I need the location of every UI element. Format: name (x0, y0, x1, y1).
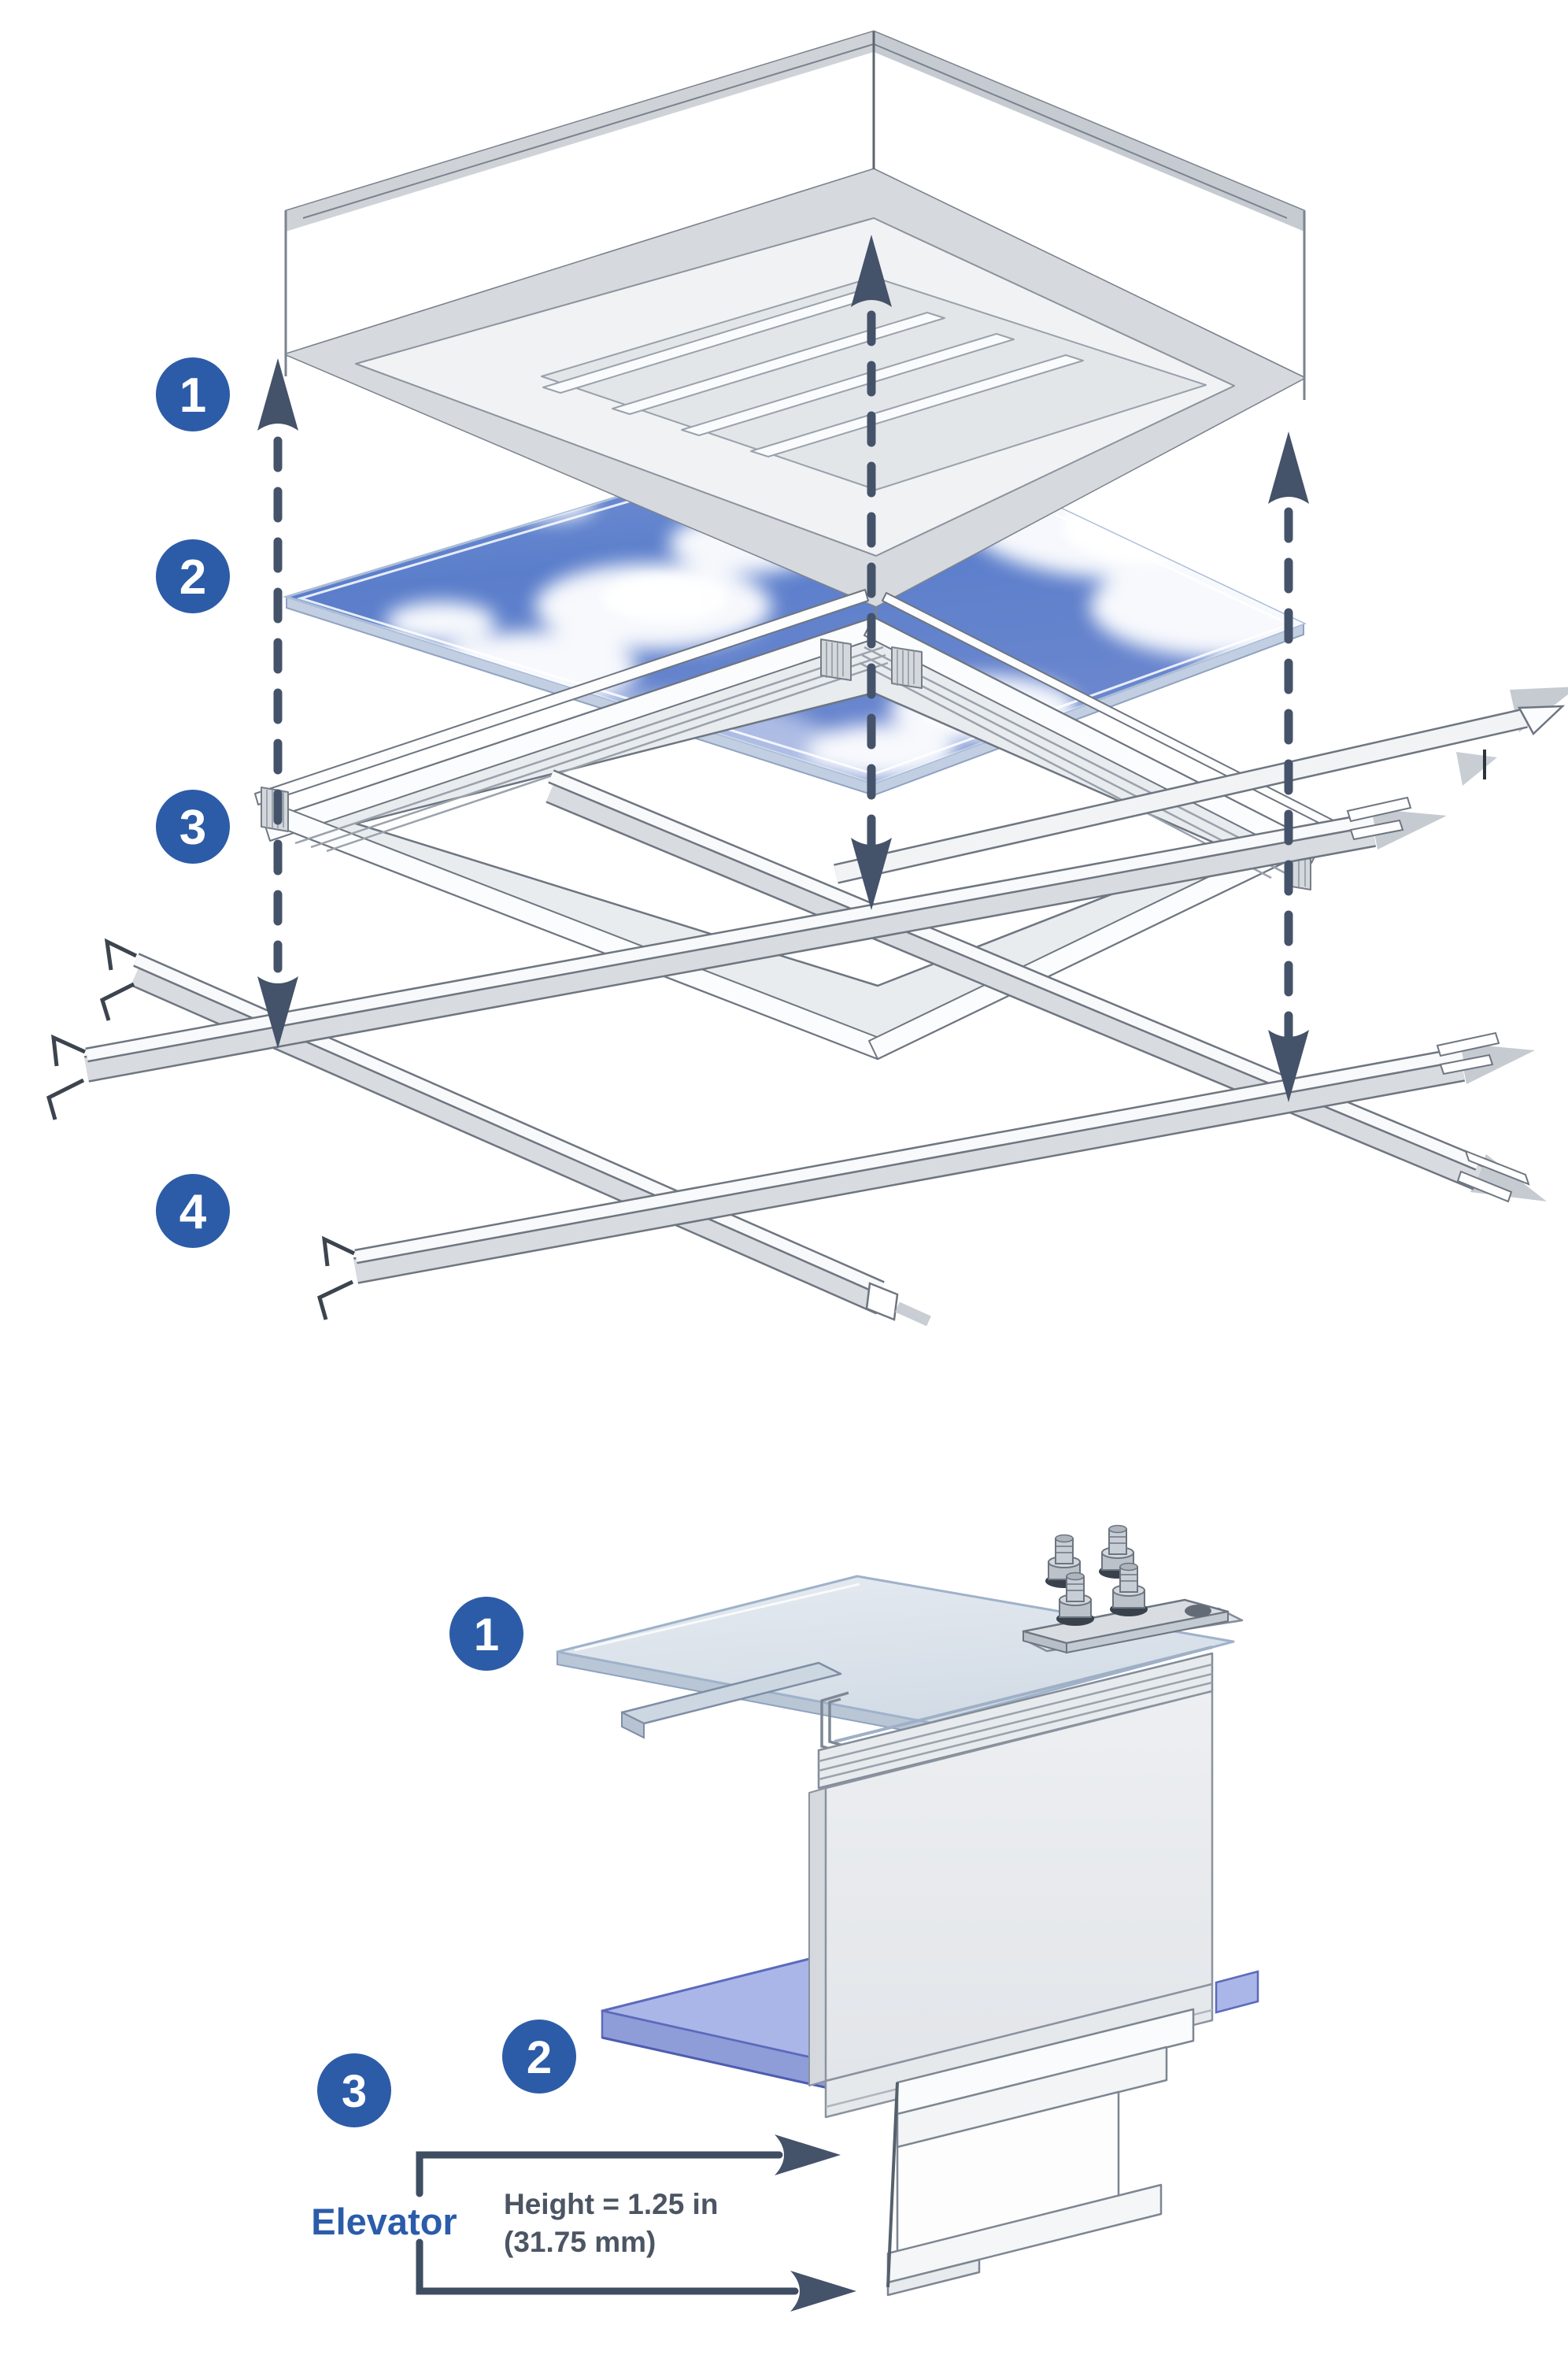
grid-layer (46, 687, 1568, 1327)
callout-4-number: 4 (179, 1185, 207, 1239)
callout-2-number: 2 (179, 550, 206, 605)
t-bar (46, 796, 1447, 1120)
tee-profile (886, 2008, 1195, 2297)
light-box (284, 30, 1306, 624)
callout-4: 4 (156, 1174, 230, 1248)
height-dimension-line2: (31.75 mm) (504, 2226, 656, 2258)
arrow-down-icon (257, 976, 298, 1049)
height-dimension-line1: Height = 1.25 in (504, 2188, 718, 2220)
elevator-label: Elevator (311, 2201, 457, 2242)
arrow-down-icon (851, 838, 892, 910)
explode-guides (257, 235, 1309, 1102)
guide-arrows (257, 235, 1309, 1102)
callout-2: 2 (156, 539, 230, 613)
elevator-panel-edge (1215, 1970, 1259, 2014)
arrow-up-icon (851, 235, 892, 307)
t-bar (317, 1031, 1535, 1320)
arrow-up-icon (257, 358, 298, 431)
arrow-right-icon (775, 2134, 841, 2175)
hanging-rail (834, 687, 1568, 884)
mounting-hardware (1022, 1524, 1230, 1654)
dimension-bracket: Elevator Height = 1.25 in (31.75 mm) (311, 2134, 856, 2312)
arrow-down-icon (1268, 1030, 1309, 1102)
callout-3-number: 3 (179, 801, 206, 855)
screw-posts (1045, 1524, 1148, 1626)
detail-callout-2: 2 (502, 2020, 576, 2094)
callout-3: 3 (156, 790, 230, 864)
detail-callout-2-number: 2 (527, 2032, 552, 2083)
arrow-up-icon (1268, 431, 1309, 504)
arrow-right-icon (790, 2271, 856, 2312)
exploded-assembly-diagram: 1 2 3 4 (46, 30, 1568, 1327)
led-strips (542, 291, 1084, 457)
callout-1-number: 1 (179, 368, 206, 423)
detail-callout-3-number: 3 (342, 2066, 367, 2117)
detail-callout-1: 1 (449, 1597, 523, 1671)
detail-callout-3: 3 (317, 2053, 391, 2127)
callout-1: 1 (156, 357, 230, 431)
detail-callout-1-number: 1 (474, 1609, 499, 1660)
frame-layer (254, 589, 1334, 1061)
edge-detail-diagram: Elevator Height = 1.25 in (31.75 mm) 1 2… (311, 1524, 1259, 2312)
